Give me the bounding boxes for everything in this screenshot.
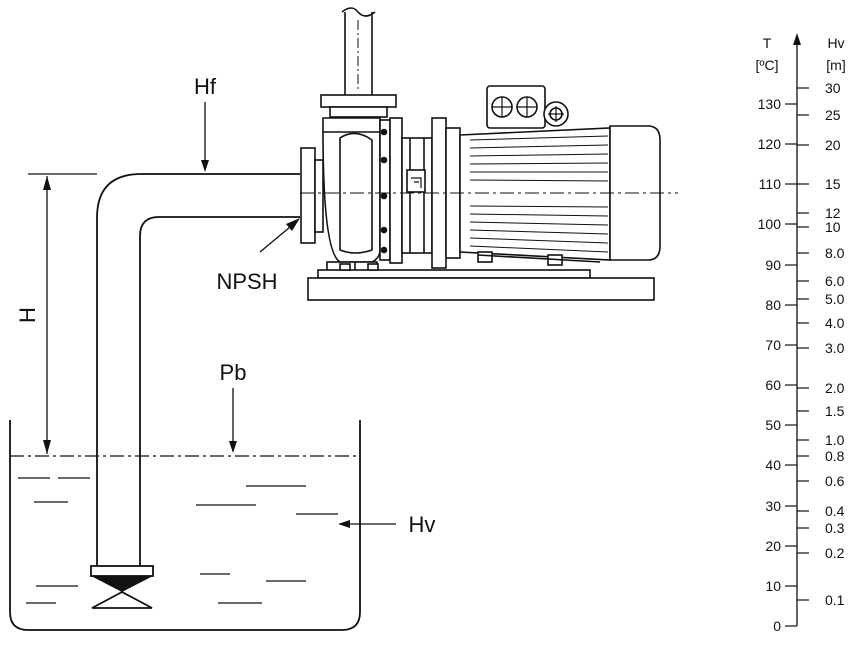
hv-tick-label: 0.1 [825, 592, 845, 608]
hv-tick-label: 2.0 [825, 380, 845, 396]
hv-tick-label: 1.0 [825, 432, 845, 448]
hv-tick-label: 4.0 [825, 315, 845, 331]
hv-tick-label: 25 [825, 107, 841, 123]
hv-tick-label: 1.5 [825, 403, 845, 419]
hv-ticks: 0.1 0.2 0.3 0.4 0.6 0.8 1.0 1.5 2.0 3.0 … [797, 80, 845, 608]
scale-axis [793, 33, 801, 626]
hv-tick-label: 10 [825, 219, 841, 235]
t-tick-label: 110 [759, 176, 782, 192]
pump-body [300, 117, 461, 273]
t-tick-label: 50 [765, 417, 781, 433]
hv-label: Hv [409, 512, 436, 537]
t-axis-title: T [763, 35, 772, 51]
npsh-arrow [259, 218, 300, 253]
hv-tick-label: 8.0 [825, 245, 845, 261]
hv-tick-label: 5.0 [825, 291, 845, 307]
hv-axis-unit: [m] [826, 57, 845, 73]
hv-tick-label: 12 [825, 205, 841, 221]
hf-arrow [201, 102, 209, 172]
height-dimension [43, 176, 51, 454]
t-tick-label: 80 [765, 297, 781, 313]
conversion-scale: T [ºC] Hv [m] 0 10 20 30 40 50 60 70 80 … [755, 33, 846, 634]
t-axis-unit: [ºC] [755, 57, 778, 73]
h-label: H [15, 307, 40, 323]
t-tick-label: 10 [765, 578, 781, 594]
pb-arrow [229, 388, 237, 453]
hv-arrow [338, 520, 396, 528]
t-tick-label: 90 [765, 257, 781, 273]
t-tick-label: 120 [758, 136, 782, 152]
hv-tick-label: 30 [825, 80, 841, 96]
t-tick-label: 0 [773, 618, 781, 634]
hv-tick-label: 3.0 [825, 340, 845, 356]
t-tick-label: 70 [765, 337, 781, 353]
hv-tick-label: 20 [825, 137, 841, 153]
npsh-label: NPSH [216, 269, 277, 294]
hv-tick-label: 0.2 [825, 545, 845, 561]
hv-tick-label: 0.6 [825, 473, 845, 489]
hv-tick-label: 0.4 [825, 503, 845, 519]
hv-tick-label: 0.8 [825, 448, 845, 464]
t-tick-label: 60 [765, 377, 781, 393]
t-tick-label: 40 [765, 457, 781, 473]
suction-pipe [96, 173, 300, 566]
discharge-pipe [320, 7, 397, 118]
t-tick-label: 130 [758, 96, 782, 112]
water-lines [18, 477, 338, 604]
t-tick-label: 20 [765, 538, 781, 554]
t-tick-label: 30 [765, 498, 781, 514]
hv-tick-label: 6.0 [825, 273, 845, 289]
temperature-ticks: 0 10 20 30 40 50 60 70 80 90 100 110 120 [758, 96, 797, 634]
motor [459, 85, 661, 266]
tank [9, 420, 361, 631]
baseplate [307, 263, 655, 301]
hv-tick-label: 0.3 [825, 520, 845, 536]
pb-label: Pb [220, 360, 247, 385]
hv-tick-label: 15 [825, 176, 841, 192]
hv-axis-title: Hv [827, 35, 844, 51]
hf-label: Hf [194, 74, 217, 99]
t-tick-label: 100 [758, 216, 782, 232]
foot-valve [90, 565, 154, 609]
